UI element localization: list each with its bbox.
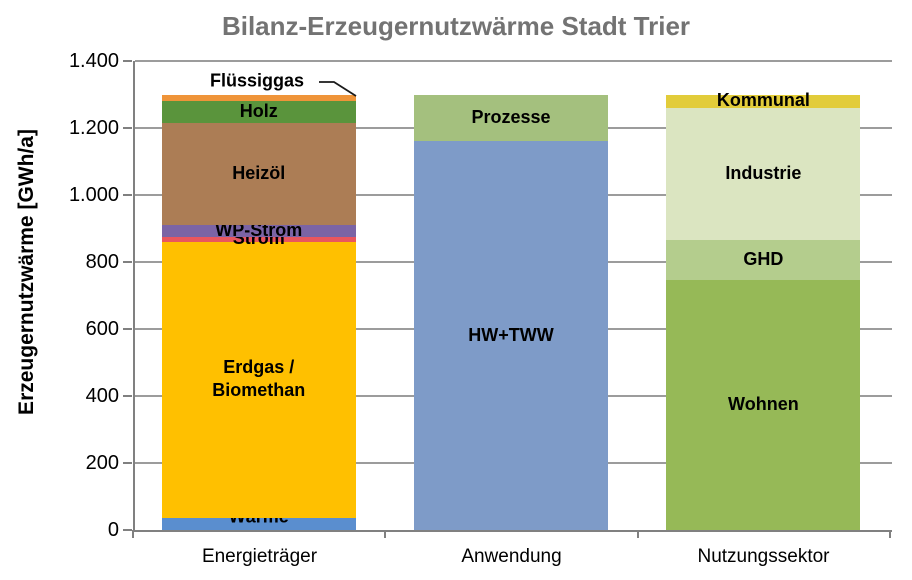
x-tick-mark-3	[889, 530, 891, 538]
bar-segment-heizöl: Heizöl	[161, 122, 356, 226]
segment-label: Holz	[239, 101, 278, 122]
y-tick-mark-1000	[123, 194, 132, 196]
segment-label: Prozesse	[471, 106, 551, 127]
bar-segment-flüssiggas	[161, 94, 356, 102]
bar-segment-ghd: GHD	[666, 240, 861, 281]
bar-segment-prozesse: Prozesse	[414, 94, 609, 142]
y-axis-title: Erzeugernutzwärme [GWh/a]	[15, 129, 38, 415]
y-tick-label-600: 600	[85, 318, 119, 340]
y-tick-mark-1200	[123, 127, 132, 129]
segment-label: Erdgas / Biomethan	[212, 357, 306, 401]
y-tick-mark-400	[123, 395, 132, 397]
bar-segment-wp-strom: WP-Strom	[161, 220, 356, 240]
x-category-label-energietraeger: Energieträger	[201, 546, 318, 567]
y-tick-label-800: 800	[85, 251, 119, 273]
bar-segment-strom: Strom	[161, 228, 356, 248]
y-tick-mark-200	[123, 462, 132, 464]
x-tick-mark-1	[384, 530, 387, 538]
bar-segment-holz: Holz	[161, 101, 356, 123]
y-tick-label-200: 200	[85, 452, 119, 474]
segment-label: Wohnen	[728, 394, 799, 415]
segment-label: GHD	[743, 249, 784, 270]
y-tick-label-0: 0	[107, 519, 119, 541]
y-tick-mark-800	[123, 261, 132, 263]
y-tick-mark-600	[123, 328, 132, 330]
x-tick-mark-2	[636, 530, 639, 538]
bar-segment-wärme: Wärme	[161, 507, 356, 530]
y-tick-mark-0	[123, 529, 132, 531]
y-tick-label-1200: 1.200	[68, 117, 119, 139]
y-tick-mark-1400	[123, 60, 132, 62]
y-tick-label-1400: 1.400	[68, 50, 119, 72]
segment-label: Heizöl	[232, 163, 286, 184]
x-category-label-nutzungssektor: Nutzungssektor	[697, 546, 830, 567]
chart-title: Bilanz-Erzeugernutzwärme Stadt Trier	[221, 11, 691, 41]
gridline-1400	[135, 60, 892, 62]
y-tick-label-400: 400	[85, 385, 119, 407]
bar-segment-wohnen: Wohnen	[666, 280, 861, 530]
x-category-label-anwendung: Anwendung	[461, 546, 562, 567]
x-tick-mark-0	[132, 530, 134, 538]
bar-segment-erdgas-biomethan: Erdgas / Biomethan	[161, 241, 356, 519]
bar-segment-hw+tww: HW+TWW	[414, 141, 609, 530]
segment-label: Industrie	[725, 163, 802, 184]
annotation-fluessiggas-label: Flüssiggas	[209, 70, 305, 91]
y-tick-label-1000: 1.000	[68, 184, 119, 206]
bar-segment-industrie: Industrie	[666, 107, 861, 241]
bar-segment-kommunal: Kommunal	[666, 90, 861, 110]
segment-label: HW+TWW	[468, 324, 554, 345]
